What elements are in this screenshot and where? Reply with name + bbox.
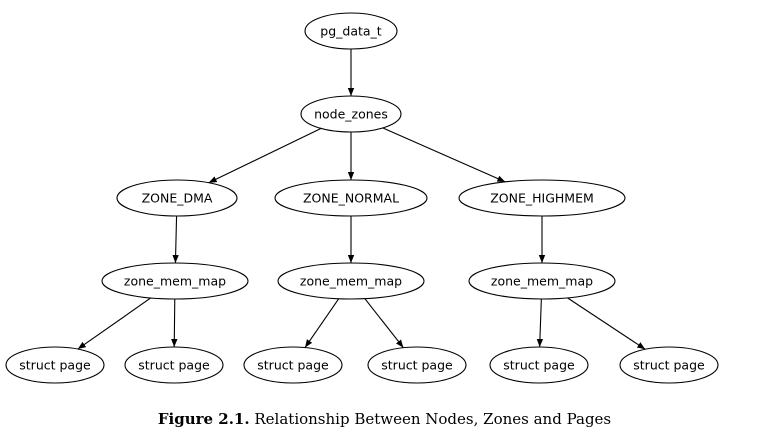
edge-mem-map-normal-to-page-3 [304, 298, 340, 348]
node-mem-map-highmem: zone_mem_map [468, 262, 616, 300]
node-page-4-label: struct page [381, 358, 453, 373]
node-page-3: struct page [243, 346, 343, 384]
node-page-3-label: struct page [257, 358, 329, 373]
node-page-6: struct page [619, 346, 719, 384]
node-zone-dma-shape [116, 179, 238, 217]
node-page-5-label: struct page [503, 358, 575, 373]
node-page-2-label: struct page [138, 358, 210, 373]
node-mem-map-highmem-shape [468, 262, 616, 300]
node-zone-highmem-shape [458, 179, 626, 217]
node-zone-dma: ZONE_DMA [116, 179, 238, 217]
node-page-3-shape [243, 346, 343, 384]
node-page-1-label: struct page [19, 358, 91, 373]
node-zone-dma-label: ZONE_DMA [142, 191, 213, 206]
node-zone-normal-shape [274, 179, 428, 217]
node-mem-map-normal-label: zone_mem_map [300, 274, 402, 289]
edge-mem-map-highmem-to-page-6 [567, 297, 646, 350]
node-mem-map-highmem-label: zone_mem_map [491, 274, 593, 289]
figure-caption-text: Relationship Between Nodes, Zones and Pa… [254, 410, 612, 428]
node-page-2: struct page [124, 346, 224, 384]
edge-mem-map-dma-to-page-2 [171, 298, 178, 348]
node-pg-data-t: pg_data_t [304, 12, 398, 50]
figure-caption: Figure 2.1. Relationship Between Nodes, … [0, 410, 769, 428]
node-page-1-shape [5, 346, 105, 384]
node-node-zones-label: node_zones [314, 107, 388, 122]
node-page-5-shape [489, 346, 589, 384]
node-pg-data-t-shape [304, 12, 398, 50]
node-page-1: struct page [5, 346, 105, 384]
node-page-2-shape [124, 346, 224, 384]
node-zone-highmem: ZONE_HIGHMEM [458, 179, 626, 217]
node-mem-map-dma-shape [101, 262, 249, 300]
node-pg-data-t-label: pg_data_t [320, 24, 382, 39]
node-mem-map-normal: zone_mem_map [277, 262, 425, 300]
node-mem-map-dma: zone_mem_map [101, 262, 249, 300]
node-node-zones-shape [300, 95, 402, 133]
node-zone-normal-label: ZONE_NORMAL [303, 191, 399, 206]
node-mem-map-dma-label: zone_mem_map [124, 274, 226, 289]
edges [77, 49, 646, 350]
edge-mem-map-dma-to-page-1 [77, 297, 152, 350]
node-page-6-shape [619, 346, 719, 384]
edge-mem-map-highmem-to-page-5 [536, 298, 544, 348]
edge-node-zones-to-zone-highmem [382, 127, 506, 183]
node-page-5: struct page [489, 346, 589, 384]
node-zone-normal: ZONE_NORMAL [274, 179, 428, 217]
node-page-6-label: struct page [633, 358, 705, 373]
figure-number: Figure 2.1. [157, 410, 250, 428]
edge-zone-dma-to-mem-map-dma [172, 215, 179, 264]
node-node-zones: node_zones [300, 95, 402, 133]
node-zone-highmem-label: ZONE_HIGHMEM [490, 191, 594, 206]
node-page-4: struct page [367, 346, 467, 384]
node-page-4-shape [367, 346, 467, 384]
edge-mem-map-normal-to-page-4 [364, 298, 404, 349]
node-mem-map-normal-shape [277, 262, 425, 300]
edge-node-zones-to-zone-dma [208, 127, 322, 184]
